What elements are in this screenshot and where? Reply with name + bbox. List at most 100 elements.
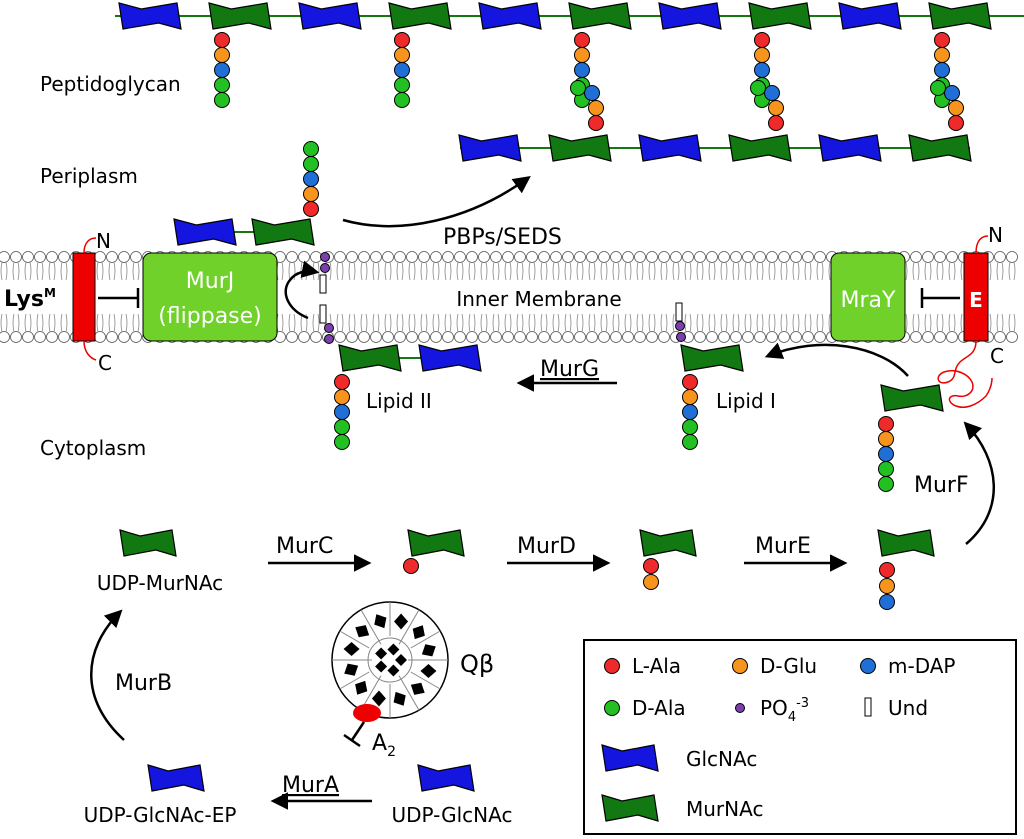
legend-label: Und xyxy=(888,696,928,720)
murnac-sugar xyxy=(407,529,465,557)
peptide-bead xyxy=(394,92,410,108)
peptide-bead xyxy=(754,62,770,78)
peptide-bead xyxy=(930,80,946,96)
glcnac-sugar xyxy=(838,2,902,30)
peptide-bead xyxy=(948,115,964,131)
capsid-subunit xyxy=(412,625,425,640)
legend-swatch xyxy=(604,658,620,674)
capsid-subunit xyxy=(371,690,386,707)
peptide-bead xyxy=(334,404,350,420)
peptide-bead xyxy=(334,419,350,435)
peptide-bead xyxy=(934,47,950,63)
a2-inhibits-mura xyxy=(350,721,366,741)
glcnac-sugar xyxy=(658,2,722,30)
capsid-subunit xyxy=(420,664,437,679)
peptide-bead xyxy=(879,562,895,578)
phosphate xyxy=(324,323,334,333)
peptide-bead xyxy=(303,201,319,217)
peptide-bead xyxy=(878,446,894,462)
peptide-bead xyxy=(879,594,895,610)
a2-label: A2 xyxy=(372,731,396,760)
murnac-sugar xyxy=(568,2,632,30)
peptide-bead xyxy=(768,115,784,131)
udp-murnac-label: UDP-MurNAc xyxy=(97,571,223,595)
legend-label: PO4-3 xyxy=(760,696,809,725)
capsid-subunit xyxy=(393,691,406,706)
glcnac-sugar xyxy=(147,764,205,792)
periplasm-label: Periplasm xyxy=(40,164,138,188)
glcnac-sugar xyxy=(298,2,362,30)
sugar-chains xyxy=(115,2,1024,792)
murj-label: MurJ xyxy=(186,269,234,294)
peptide-bead xyxy=(754,32,770,48)
murnac-sugar xyxy=(908,134,972,162)
capsid-subunit xyxy=(387,643,400,656)
lipid-i-label: Lipid I xyxy=(716,389,776,413)
peptide-bead xyxy=(682,404,698,420)
murj-flippase xyxy=(142,252,278,342)
pbps-label: PBPs/SEDS xyxy=(443,225,562,250)
peptide-bead xyxy=(750,80,766,96)
lipid-anchors xyxy=(319,252,686,344)
peptide-bead xyxy=(768,100,784,116)
murj-sublabel: (flippase) xyxy=(158,304,262,329)
e-c-tail xyxy=(937,340,993,408)
peptide-bead xyxy=(643,558,659,574)
undecaprenyl-anchor xyxy=(319,304,327,324)
undecaprenyl-anchor xyxy=(675,302,683,322)
capsid-subunit xyxy=(355,625,370,638)
qbeta-phage-capsid xyxy=(331,601,449,719)
murf-label: MurF xyxy=(914,473,969,498)
peptide-bead xyxy=(570,80,586,96)
peptide-bead xyxy=(878,461,894,477)
murnac-sugar xyxy=(748,2,812,30)
mure-label: MurE xyxy=(755,534,811,559)
e-n-tail xyxy=(975,235,989,254)
legend-label: L-Ala xyxy=(632,654,681,678)
murc-label: MurC xyxy=(276,534,333,559)
legend-swatch xyxy=(864,697,872,717)
capsid-subunit xyxy=(375,647,388,660)
peptide-bead xyxy=(394,77,410,93)
peptide-bead xyxy=(214,47,230,63)
mray-arrow xyxy=(764,342,909,377)
peptide-bead xyxy=(334,374,350,390)
peptide-bead xyxy=(878,476,894,492)
legend-murnac-label: MurNAc xyxy=(686,797,763,821)
a2-protein xyxy=(353,704,381,722)
peptide-bead xyxy=(682,389,698,405)
glcnac-sugar xyxy=(118,2,182,30)
lysm-c-tail xyxy=(83,340,97,361)
peptide-bead xyxy=(394,47,410,63)
glcnac-sugar xyxy=(418,344,482,372)
peptide-bead xyxy=(574,47,590,63)
peptide-bead xyxy=(682,419,698,435)
mray-protein xyxy=(830,252,906,342)
udp-glcnac-ep-label: UDP-GlcNAc-EP xyxy=(84,803,237,827)
e-protein xyxy=(963,252,989,342)
peptide-bead xyxy=(574,62,590,78)
inner-membrane-label: Inner Membrane xyxy=(456,287,621,311)
capsid-subunit xyxy=(395,654,407,666)
peptide-bead xyxy=(588,115,604,131)
peptide-bead xyxy=(214,77,230,93)
phosphate xyxy=(320,252,330,262)
phosphate xyxy=(324,334,334,344)
phosphate xyxy=(676,332,686,342)
murnac-sugar xyxy=(251,218,315,246)
murnac-sugar xyxy=(119,529,177,557)
legend-label: D-Ala xyxy=(632,696,686,720)
phosphate xyxy=(320,263,330,273)
peptide-bead xyxy=(682,374,698,390)
e-n-label: N xyxy=(988,223,1003,247)
murg-label: MurG xyxy=(540,357,599,382)
peptide-bead xyxy=(934,62,950,78)
lysm-label: LysM xyxy=(4,286,56,312)
flip-arrow xyxy=(284,260,320,320)
cytoplasm-label: Cytoplasm xyxy=(40,436,146,460)
legend-label: D-Glu xyxy=(760,654,817,678)
peptide-bead xyxy=(643,574,659,590)
peptide-bead xyxy=(764,85,780,101)
peptide-bead xyxy=(574,32,590,48)
